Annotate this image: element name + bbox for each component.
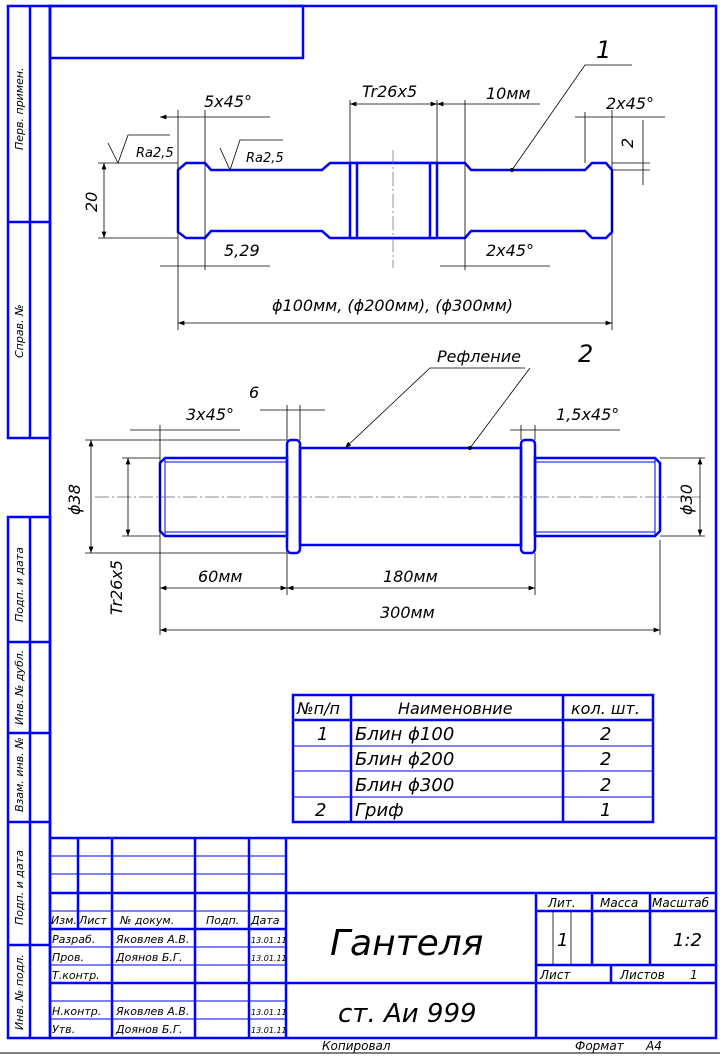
part2-labels: 2 Рефление 3x45° 6 1,5x45° ϕ38 ϕ30 Tr26x…	[65, 340, 696, 622]
col-header-izm: Изм.	[51, 914, 77, 927]
spec-row-no: 2	[315, 800, 326, 821]
scale-value: 1:2	[673, 930, 702, 951]
part1-height: 20	[82, 192, 101, 212]
scale-label: Масштаб	[652, 896, 710, 910]
mass-label: Масса	[600, 896, 638, 910]
sheet-frame	[6, 4, 718, 1040]
spec-row-qty: 1	[600, 800, 611, 821]
part1-ra-mid: Ra2,5	[246, 151, 284, 166]
name: Доянов Б.Г.	[115, 951, 183, 964]
role: Т.контр.	[52, 969, 100, 982]
part2-d30: ϕ30	[677, 484, 696, 515]
role: Разраб.	[52, 933, 95, 946]
spec-row-qty: 2	[600, 775, 611, 796]
part2-callout: 2	[578, 340, 593, 368]
side-labels: Перв. примен. Справ. № Подп. и дата Инв.…	[13, 67, 26, 1030]
date: 13.01.11	[251, 936, 287, 945]
spec-row-qty: 2	[600, 724, 611, 745]
part2-len180: 180мм	[383, 567, 438, 586]
part1-chamfer-h: 2	[618, 138, 637, 148]
part1-callout: 1	[596, 36, 611, 64]
part2-bar-view	[85, 367, 705, 635]
part2-thread: Tr26x5	[107, 560, 126, 615]
part2-chamfer-left: 3x45°	[186, 405, 234, 424]
part1-chamfer-left: 5x45°	[204, 92, 252, 111]
title-block-text: Изм. Лист № докум. Подп. Дата Разраб. Як…	[51, 896, 710, 1053]
side-vzam-inv: Взам. инв. №	[13, 737, 26, 812]
part1-thread: Tr26x5	[362, 82, 417, 101]
sheet-label: Лист	[539, 968, 571, 982]
name: Яковлев А.В.	[115, 1005, 189, 1018]
spec-row-name: Гриф	[355, 800, 404, 821]
part1-width-10: 10мм	[486, 84, 531, 103]
part1-disc-section	[98, 64, 665, 330]
spec-row-name: Блин ϕ300	[355, 775, 454, 796]
lit-label: Лит.	[547, 896, 576, 910]
spec-header-no: №п/п	[296, 699, 340, 718]
spec-header-qty: кол. шт.	[571, 699, 640, 718]
drawing-title: Гантеля	[330, 923, 483, 964]
format-label: Формат	[575, 1039, 625, 1053]
part2-len60: 60мм	[198, 567, 243, 586]
lit-value: 1	[557, 930, 568, 951]
side-sprav-no: Справ. №	[13, 304, 26, 358]
copied-label: Копировал	[322, 1039, 391, 1053]
spec-table: №п/п Наименовние кол. шт. 1 Блин ϕ100 2 …	[291, 693, 655, 824]
top-left-box	[48, 4, 305, 60]
format-value: А4	[645, 1039, 662, 1053]
col-header-list: Лист	[78, 914, 107, 927]
sheets-label: Листов	[619, 968, 665, 982]
name: Яковлев А.В.	[115, 933, 189, 946]
spec-row-no: 1	[317, 724, 328, 745]
date: 13.01.11	[251, 1026, 287, 1035]
name: Доянов Б.Г.	[115, 1023, 183, 1036]
col-header-date: Дата	[250, 914, 280, 927]
col-header-podp: Подп.	[206, 914, 239, 927]
title-block	[0, 836, 720, 1054]
drawing-material: ст. Аи 999	[338, 999, 477, 1029]
part1-neck: 5,29	[224, 241, 260, 260]
part2-len300: 300мм	[380, 603, 435, 622]
part1-labels: 1 5x45° Tr26x5 10мм 2x45° 2 Ra2,5 Ra2,5 …	[82, 36, 654, 315]
part2-knurl: Рефление	[437, 347, 521, 366]
part2-chamfer-right: 1,5x45°	[556, 405, 619, 424]
part1-diameter: ϕ100мм, (ϕ200мм), (ϕ300мм)	[272, 296, 513, 315]
spec-row-name: Блин ϕ200	[355, 749, 454, 770]
side-inv-podl: Инв. № подл.	[13, 954, 26, 1030]
col-header-doc: № докум.	[119, 914, 174, 927]
role: Утв.	[52, 1023, 75, 1036]
spec-header-name: Наименовние	[398, 699, 513, 718]
spec-row-qty: 2	[600, 749, 611, 770]
side-podp-data-2: Подп. и дата	[13, 850, 26, 925]
part1-chamfer-right: 2x45°	[606, 94, 654, 113]
part2-collar: 6	[249, 383, 259, 402]
part1-chamfer-bottom: 2x45°	[486, 241, 534, 260]
side-inv-dubl: Инв. № дубл.	[13, 650, 26, 725]
side-perv-primen: Перв. примен.	[13, 67, 26, 150]
date: 13.01.11	[251, 1008, 287, 1017]
part1-ra-left: Ra2,5	[136, 146, 174, 161]
side-podp-data-1: Подп. и дата	[13, 547, 26, 622]
part2-d38: ϕ38	[65, 484, 84, 515]
sheets-value: 1	[690, 968, 698, 982]
spec-row-name: Блин ϕ100	[355, 724, 454, 745]
date: 13.01.11	[251, 954, 287, 963]
role: Пров.	[52, 951, 84, 964]
role: Н.контр.	[52, 1005, 101, 1018]
